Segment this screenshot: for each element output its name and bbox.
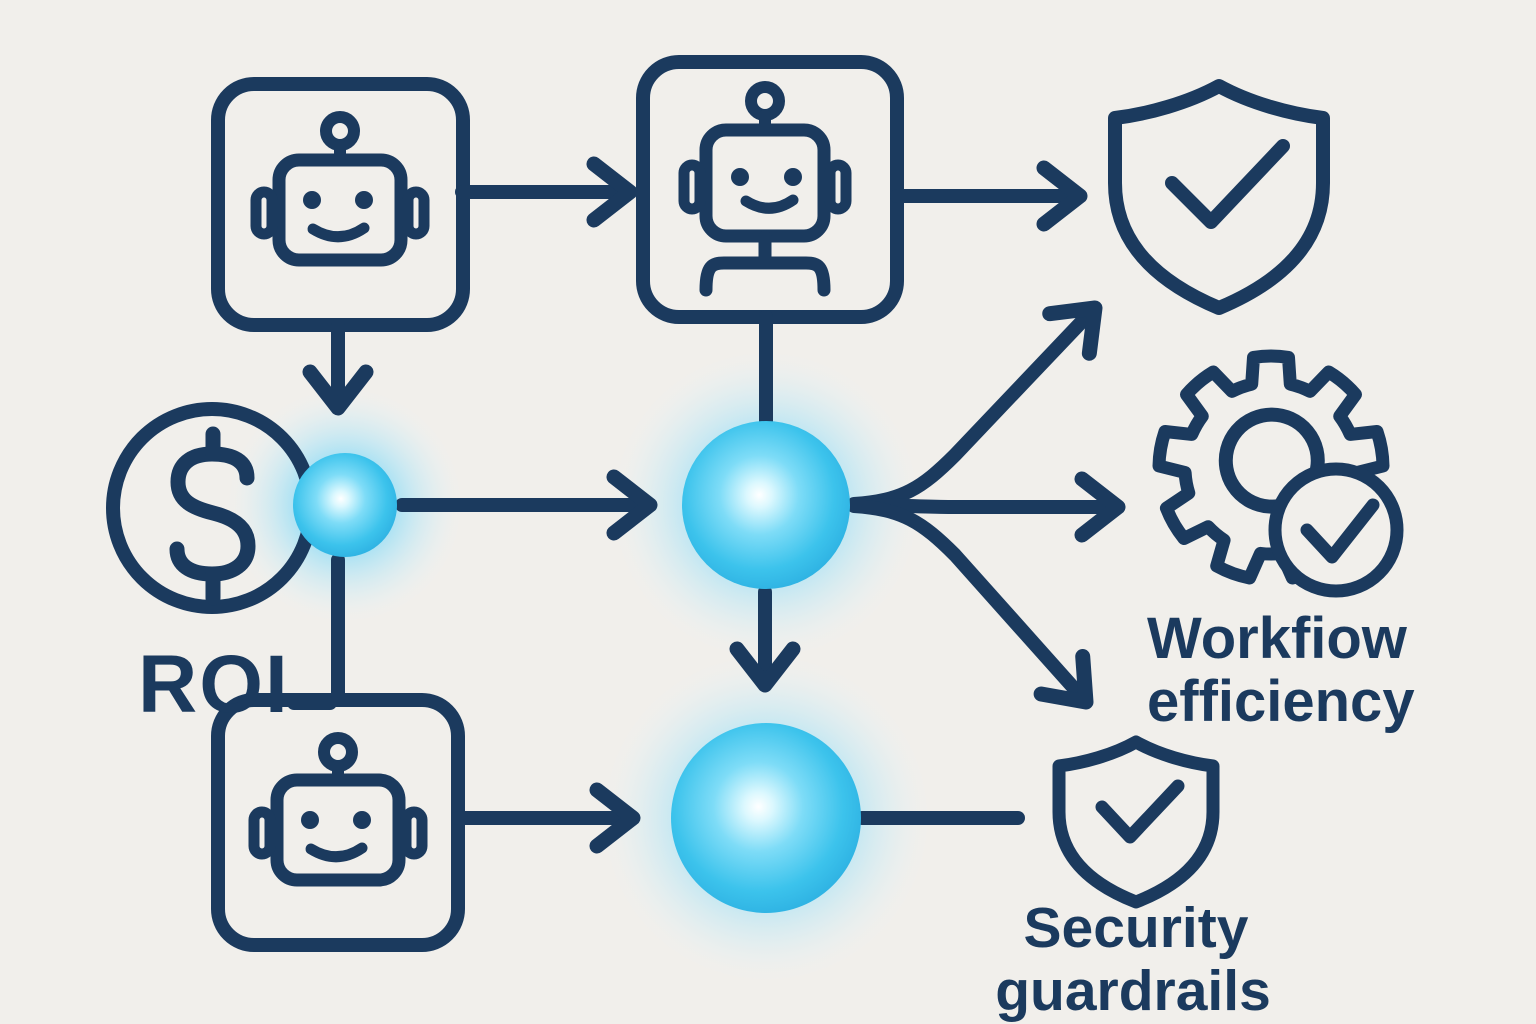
roi-label: ROI — [138, 639, 290, 730]
workflow-label-line2: efficiency — [1147, 669, 1415, 734]
robot-shoulders — [699, 256, 831, 297]
shield-check-icon-top — [1108, 79, 1330, 315]
robot-eye-left — [303, 191, 321, 209]
security-label-line1: Security — [1024, 896, 1249, 960]
robot-ear-left — [678, 159, 706, 215]
robot-eye-right — [355, 191, 373, 209]
arrowhead-icon — [606, 469, 658, 541]
checkmark-icon — [1165, 139, 1290, 229]
robot-eye-right — [784, 168, 802, 186]
arrowhead-icon — [729, 641, 801, 693]
robot-smile — [740, 194, 799, 214]
robot-eye-left — [301, 811, 319, 829]
robot-ear-left — [248, 806, 276, 860]
robot-eye-left — [731, 168, 749, 186]
robot-ear-right — [824, 159, 852, 215]
check-circle — [1268, 462, 1404, 598]
shield-check-icon-bottom — [1052, 735, 1220, 909]
arrowhead-icon — [1036, 160, 1088, 232]
robot-smile — [305, 842, 368, 863]
arrowhead-icon — [586, 156, 638, 228]
shield-outline — [1108, 79, 1330, 315]
labels: ROI Workfiow efficiency Security guardra… — [138, 606, 1415, 1023]
robot-head — [272, 153, 408, 267]
robot-ear-left — [250, 186, 278, 240]
gear-inner-arc — [1218, 407, 1325, 514]
robot-head — [270, 773, 406, 887]
shield-outline — [1052, 735, 1220, 909]
glow-orb-node-3 — [671, 723, 861, 913]
arrowhead-icon — [1042, 300, 1103, 361]
arrowhead-icon — [302, 364, 374, 416]
orb-nodes — [293, 421, 861, 913]
robot-eye-right — [353, 811, 371, 829]
checkmark-icon — [1095, 779, 1185, 844]
arrowhead-icon — [589, 782, 641, 854]
security-label-line2: guardrails — [995, 959, 1271, 1023]
gear-check-icon — [1152, 349, 1404, 598]
glow-orb-node-1 — [293, 453, 397, 557]
workflow-label-line1: Workfiow — [1147, 606, 1408, 671]
glow-orb-node-2 — [682, 421, 850, 589]
arrowhead-icon — [1074, 471, 1126, 543]
arrowheads — [302, 156, 1126, 854]
checkmark-icon — [1300, 498, 1380, 564]
connectors — [287, 185, 1117, 825]
robot-ear-right — [400, 806, 428, 860]
robot-smile — [307, 222, 370, 243]
fanout-line-down — [847, 499, 1087, 702]
arrowhead-icon — [1033, 649, 1094, 710]
robot-ear-right — [402, 186, 430, 240]
